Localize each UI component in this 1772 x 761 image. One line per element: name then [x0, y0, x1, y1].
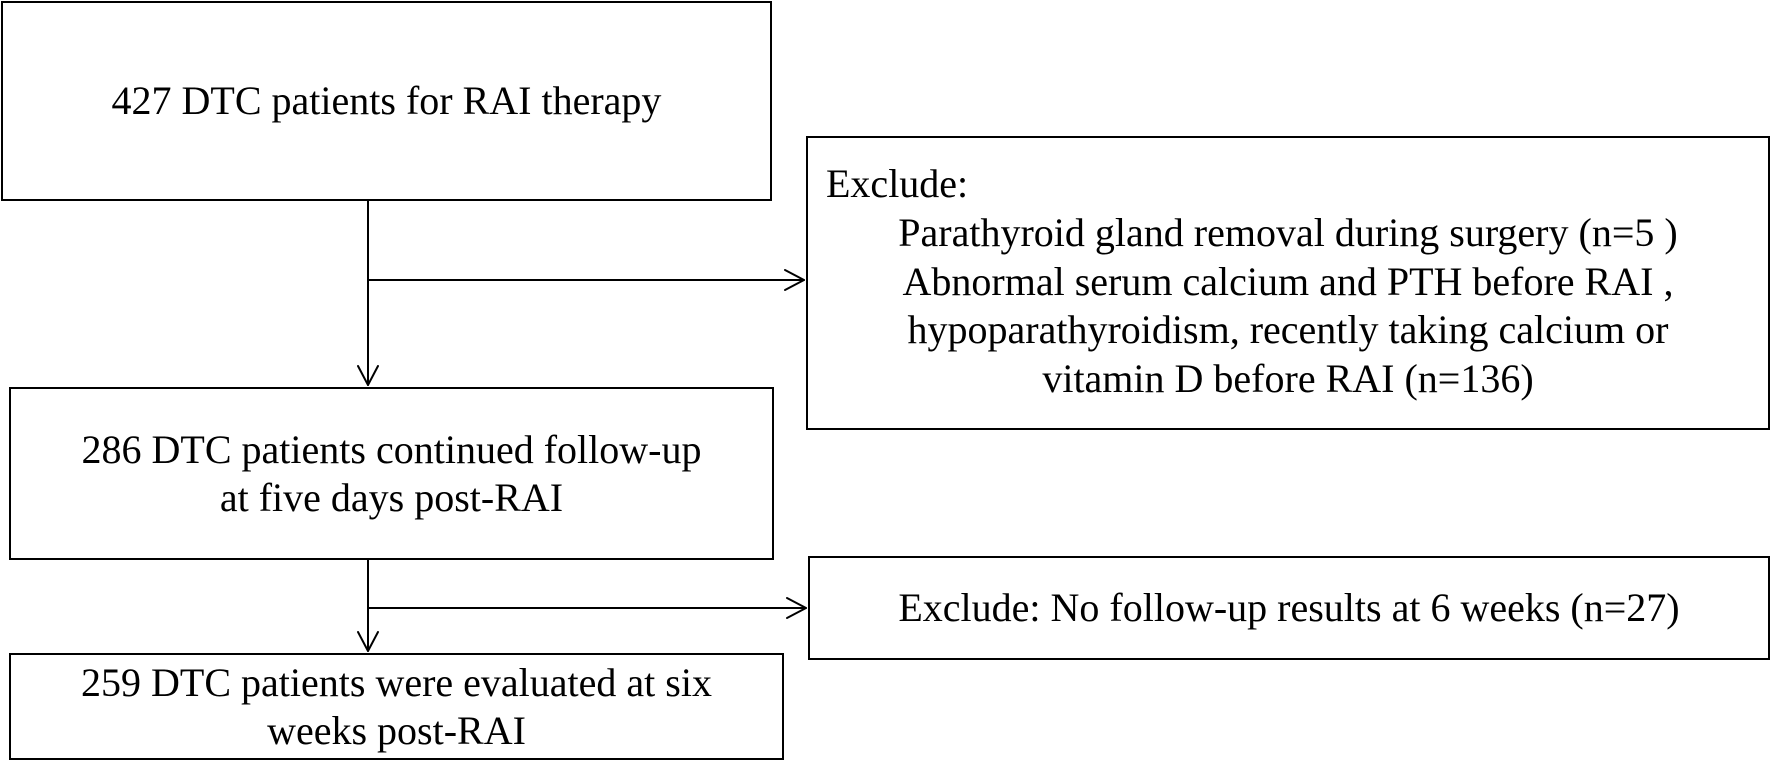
followup-text-line: at five days post-RAI: [219, 474, 564, 520]
exclusion-box-1: Exclude: Parathyroid gland removal durin…: [806, 136, 1770, 430]
followup-text-line: 286 DTC patients continued follow-up: [81, 426, 702, 472]
final-text-line: 259 DTC patients were evaluated at six: [81, 659, 712, 705]
arrowhead-exclusion-2: [786, 597, 807, 619]
exclusion-1-item: Abnormal serum calcium and PTH before RA…: [902, 258, 1674, 304]
followup-box: 286 DTC patients continued follow-up at …: [9, 387, 774, 560]
exclusion-1-item: Parathyroid gland removal during surgery…: [898, 209, 1678, 255]
exclusion-2-text: Exclude: No follow-up results at 6 weeks…: [898, 585, 1680, 630]
exclusion-box-2: Exclude: No follow-up results at 6 weeks…: [808, 556, 1770, 660]
final-text-line: weeks post-RAI: [267, 707, 526, 753]
exclusion-1-heading: Exclude:: [826, 161, 969, 206]
exclusion-1-item: vitamin D before RAI (n=136): [1042, 356, 1534, 402]
arrowhead-exclusion-1: [784, 269, 805, 291]
start-text: 427 DTC patients for RAI therapy: [111, 78, 662, 123]
final-box: 259 DTC patients were evaluated at six w…: [9, 653, 784, 760]
start-box: 427 DTC patients for RAI therapy: [1, 1, 772, 201]
arrowhead-followup: [357, 365, 379, 386]
exclusion-1-item: hypoparathyroidism, recently taking calc…: [907, 307, 1669, 353]
arrowhead-final: [357, 631, 379, 652]
